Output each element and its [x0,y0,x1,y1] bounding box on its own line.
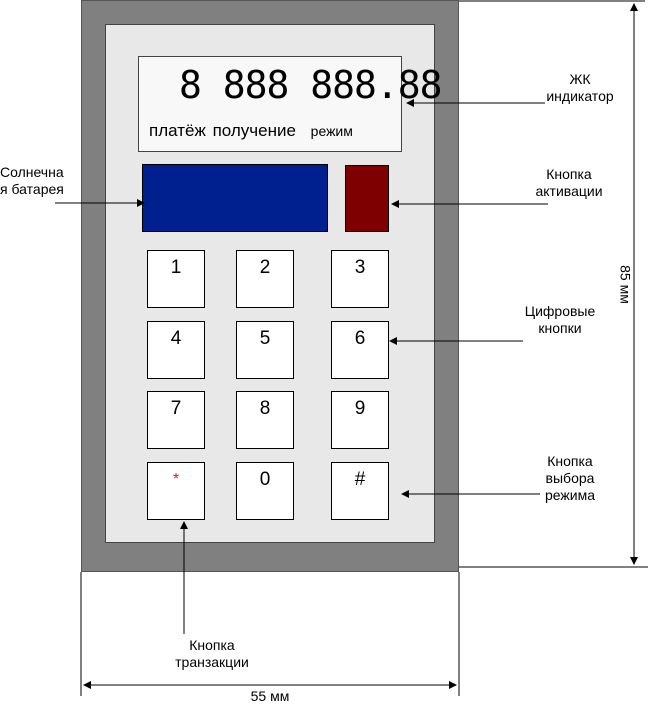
key-hash[interactable]: # [331,462,389,520]
solar-panel [142,164,328,232]
lcd-display: 8 888 888.88 платёж получение режим [138,56,443,152]
lcd-label-mode: режим [310,123,353,139]
key-star[interactable]: * [147,462,205,520]
digits-annotation: Цифровые кнопки [524,303,596,336]
height-dimension-label: 85 мм [617,265,634,304]
width-dimension-label: 55 мм [250,688,290,704]
mode-annotation: Кнопка выбора режима [544,453,595,503]
key-5[interactable]: 5 [236,321,294,379]
activate-button[interactable] [345,165,389,232]
key-6[interactable]: 6 [331,321,389,379]
key-8[interactable]: 8 [236,391,294,449]
key-7[interactable]: 7 [147,391,205,449]
lcd-label-payment: платёж [149,121,206,140]
solar-annotation: Солнечна я батарея [0,164,64,197]
key-4[interactable]: 4 [147,321,205,379]
key-9[interactable]: 9 [331,391,389,449]
transaction-annotation: Кнопка транзакции [175,637,249,670]
lcd-label-receive: получение [212,121,296,140]
key-0[interactable]: 0 [236,462,294,520]
lcd-annotation: ЖК индикатор [546,71,614,104]
key-2[interactable]: 2 [236,250,294,308]
lcd-labels: платёж получение режим [149,121,399,141]
activate-annotation: Кнопка активации [535,166,603,199]
key-1[interactable]: 1 [147,250,205,308]
key-3[interactable]: 3 [331,250,389,308]
